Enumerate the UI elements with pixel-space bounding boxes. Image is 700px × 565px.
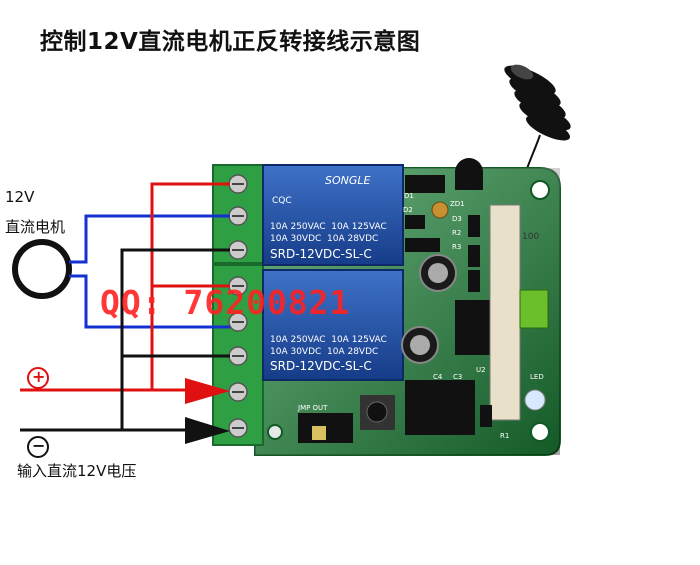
motor-name-label: 直流电机 bbox=[5, 218, 66, 236]
diagram-title: 控制12V直流电机正反转接线示意图 bbox=[40, 29, 421, 55]
board-components bbox=[298, 158, 549, 443]
blue-wires bbox=[69, 214, 230, 329]
relay-2-rating-2: 10A 30VDC 10A 28VDC bbox=[270, 347, 379, 357]
label-u2: U2 bbox=[476, 366, 486, 374]
motor-voltage-label: 12V bbox=[5, 188, 35, 206]
label-d3: D3 bbox=[452, 215, 462, 223]
label-r2: R2 bbox=[452, 229, 462, 237]
label-d2: D2 bbox=[403, 206, 413, 214]
relay-1-brand: SONGLE bbox=[325, 174, 371, 187]
label-d1: D1 bbox=[404, 192, 414, 200]
negative-arrow bbox=[185, 417, 230, 444]
antenna bbox=[504, 64, 571, 191]
relay-2-rating-1: 10A 250VAC 10A 125VAC bbox=[270, 335, 387, 345]
label-r1: R1 bbox=[500, 432, 510, 440]
minus-circle bbox=[27, 436, 49, 458]
minus-symbol: − bbox=[32, 436, 46, 455]
watermark-qq: QQ: 76200821 bbox=[100, 283, 351, 322]
relay-1-rating-1: 10A 250VAC 10A 125VAC bbox=[270, 222, 387, 232]
label-zd1: ZD1 bbox=[450, 200, 465, 208]
label-c4: C4 bbox=[433, 373, 443, 381]
label-led: LED bbox=[530, 373, 544, 381]
relay-1-model: SRD-12VDC-SL-C bbox=[270, 247, 372, 261]
positive-arrow bbox=[185, 378, 230, 404]
motor-symbol bbox=[12, 239, 72, 299]
relay-1 bbox=[262, 164, 404, 266]
relay-2 bbox=[262, 269, 404, 381]
relay-2-model: SRD-12VDC-SL-C bbox=[270, 359, 372, 373]
black-wires bbox=[20, 248, 230, 432]
plus-circle bbox=[27, 367, 49, 389]
relay-1-rating-2: 10A 30VDC 10A 28VDC bbox=[270, 234, 379, 244]
label-cap-value: 100 bbox=[522, 232, 540, 242]
label-r3: R3 bbox=[452, 243, 462, 251]
label-c3: C3 bbox=[453, 373, 463, 381]
red-wires bbox=[20, 182, 230, 392]
label-jumper: JMP OUT bbox=[298, 404, 328, 412]
relay-1-cert: CQC bbox=[272, 196, 292, 206]
plus-symbol: + bbox=[32, 367, 46, 386]
input-voltage-label: 输入直流12V电压 bbox=[17, 462, 137, 480]
